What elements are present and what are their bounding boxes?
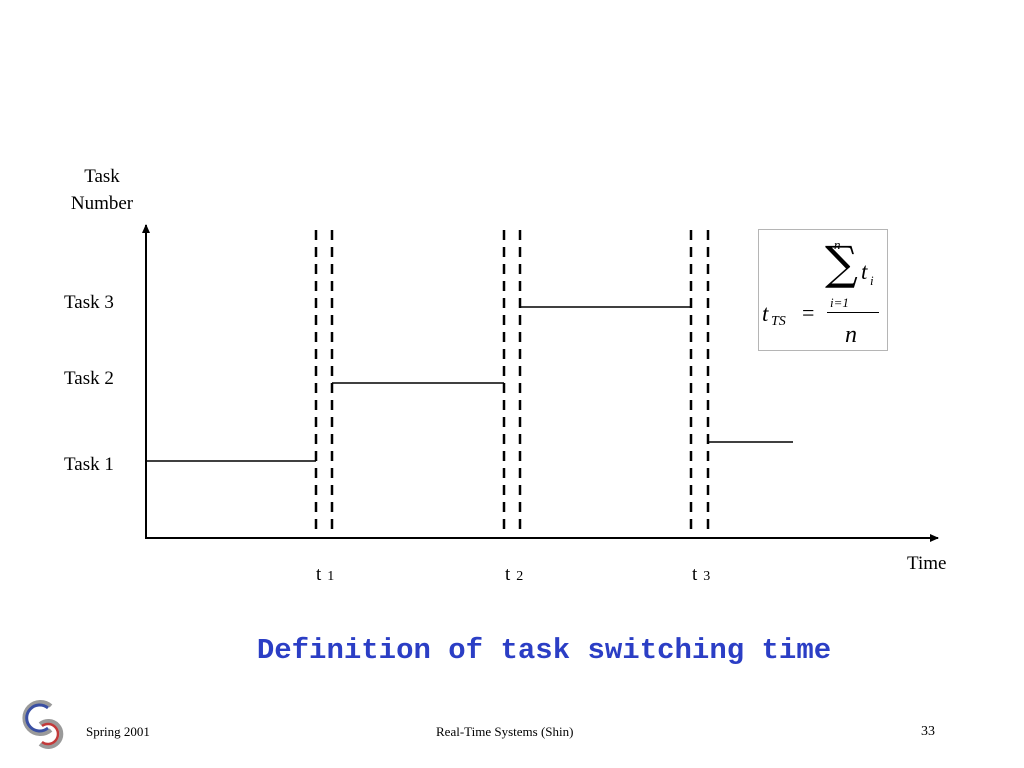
switch-index: 3 xyxy=(703,569,711,584)
formula-box: n ∑ t i i=1 t TS = n xyxy=(758,229,888,351)
equals-sign: = xyxy=(802,300,815,325)
x-axis-label: Time xyxy=(907,553,947,574)
summand-subscript: i xyxy=(870,273,874,288)
switch-interval-t1 xyxy=(314,230,334,536)
sum-upper-limit: n xyxy=(834,237,841,252)
interlocking-c-logo-icon xyxy=(22,700,64,749)
switch-symbol: t xyxy=(505,564,511,585)
y-axis-label: Task Number xyxy=(50,163,154,217)
sigma-icon: ∑ xyxy=(825,236,858,290)
task-label-2: Task 2 xyxy=(64,368,114,389)
denominator: n xyxy=(845,322,857,348)
y-axis-label-line: Number xyxy=(70,193,134,214)
page-number: 33 xyxy=(921,724,935,739)
lhs-subscript: TS xyxy=(771,314,786,329)
footer-center: Real-Time Systems (Shin) xyxy=(436,724,574,739)
switch-index: 1 xyxy=(327,569,335,584)
switch-index: 2 xyxy=(516,569,524,584)
footer-left: Spring 2001 xyxy=(86,724,150,739)
switch-interval-t2 xyxy=(502,230,522,536)
switch-interval-t3 xyxy=(689,230,710,536)
task-label-3: Task 3 xyxy=(64,292,114,313)
sum-lower-limit: i=1 xyxy=(830,295,849,310)
switch-symbol: t xyxy=(316,564,322,585)
slide-caption: Definition of task switching time xyxy=(256,634,832,667)
summand: t xyxy=(861,259,868,284)
task-label-1: Task 1 xyxy=(64,454,114,475)
y-axis-label-line: Task xyxy=(84,166,120,187)
lhs-symbol: t xyxy=(762,301,769,326)
fraction-bar xyxy=(827,312,879,313)
switch-symbol: t xyxy=(692,564,698,585)
